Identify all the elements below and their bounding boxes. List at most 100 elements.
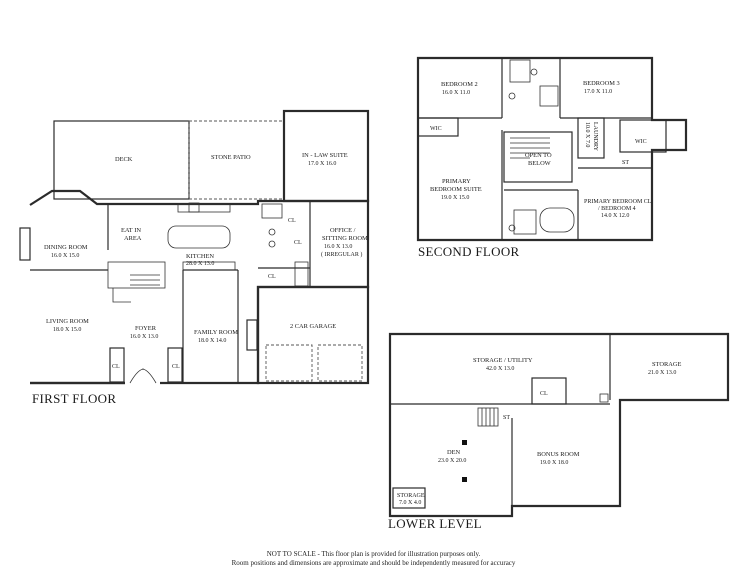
primary-cl-dim: 14.0 X 12.0 — [601, 213, 629, 219]
bedroom3-dim: 17.0 X 11.0 — [584, 89, 612, 95]
stair-label: ST — [503, 415, 510, 421]
disclaimer-line-2: Room positions and dimensions are approx… — [231, 559, 516, 567]
garage-label: 2 CAR GARAGE — [290, 323, 336, 330]
lower-closet — [531, 377, 567, 405]
wic-label: WIC — [635, 139, 647, 145]
storage-right-dim: 21.0 X 13.0 — [648, 370, 676, 376]
den-dim: 23.0 X 20.0 — [438, 458, 466, 464]
main-stair-treads — [112, 274, 160, 303]
bedroom2-dim: 16.0 X 11.0 — [442, 90, 470, 96]
kitchen-label: KITCHEN — [186, 253, 214, 260]
office-label-2: SITTING ROOM — [322, 235, 368, 242]
primary-cl-label-2: / BEDROOM 4 — [598, 206, 636, 212]
front-door-swing — [129, 368, 157, 384]
storage-utility-label: STORAGE / UTILITY — [473, 357, 533, 364]
lower-stair-treads — [481, 408, 495, 426]
bonus-room-label: BONUS ROOM — [537, 451, 580, 458]
foyer-dim: 16.0 X 13.0 — [130, 334, 158, 340]
office-dim: 16.0 X 13.0 — [324, 244, 352, 250]
second-floor: BEDROOM 2 16.0 X 11.0 BEDROOM 3 17.0 X 1… — [416, 56, 688, 259]
second-floor-title: SECOND FLOOR — [418, 244, 520, 259]
den-label: DEN — [447, 449, 461, 456]
closet-label: CL — [268, 274, 276, 280]
living-room-dim: 18.0 X 15.0 — [53, 327, 81, 333]
toilet-icon — [508, 92, 516, 100]
upper-stair-treads — [510, 137, 550, 159]
storage-utility-dim: 42.0 X 13.0 — [486, 366, 514, 372]
closet-label: CL — [294, 240, 302, 246]
wic-right — [619, 119, 667, 153]
toilet-icon — [508, 224, 516, 232]
in-law-suite-dim: 17.0 X 16.0 — [308, 161, 336, 167]
fireplace — [246, 319, 258, 351]
stone-patio-outline — [188, 120, 285, 200]
storage-right-label: STORAGE — [652, 361, 681, 368]
garage-walls — [256, 285, 370, 385]
office-label-1: OFFICE / — [330, 227, 356, 234]
foyer-label: FOYER — [135, 325, 157, 332]
wic-left — [417, 117, 459, 137]
kitchen-dim: 28.0 X 13.0 — [186, 261, 214, 267]
closet-label: CL — [172, 364, 180, 370]
toilet-icon — [268, 240, 276, 248]
family-room-dim: 18.0 X 14.0 — [198, 338, 226, 344]
first-floor: DECK STONE PATIO IN - LAW SUITE 17.0 X 1… — [19, 109, 370, 406]
laundry-dim: 10.0 X 7.0 — [584, 122, 590, 147]
lower-level-outer-walls — [388, 332, 730, 518]
primary-suite-label-2: BEDROOM SUITE — [430, 186, 482, 193]
family-room-label: FAMILY ROOM — [194, 329, 238, 336]
deck-label: DECK — [115, 156, 133, 163]
closet-label: CL — [540, 391, 548, 397]
support-post — [462, 477, 467, 482]
eat-in-area-label-2: AREA — [124, 235, 142, 242]
storage-small-label: STORAGE — [397, 493, 425, 499]
laundry-label: LAUNDRY — [592, 122, 598, 152]
closet-label: CL — [112, 364, 120, 370]
garage-stair — [294, 261, 309, 287]
hall-shower — [539, 85, 559, 107]
laundry-room — [577, 117, 605, 159]
kitchen-range — [188, 202, 200, 213]
storage-small-dim: 7.0 X 4.0 — [399, 500, 421, 506]
primary-cl-label-1: PRIMARY BEDROOM CL — [584, 199, 652, 205]
in-law-suite-label: IN - LAW SUITE — [302, 152, 348, 159]
toilet-icon — [530, 68, 538, 76]
hall-tub — [509, 59, 531, 83]
bedroom3-label: BEDROOM 3 — [583, 80, 620, 87]
stone-patio-label: STONE PATIO — [211, 154, 251, 161]
stair-label: ST — [622, 160, 629, 166]
foyer-closet-right — [167, 347, 183, 383]
bonus-room-dim: 19.0 X 18.0 — [540, 460, 568, 466]
lower-level: STORAGE / UTILITY 42.0 X 13.0 STORAGE 21… — [388, 332, 730, 531]
main-stair — [107, 261, 166, 289]
master-tub — [539, 207, 575, 233]
office-note: ( IRREGULAR ) — [321, 251, 362, 258]
garage-door-left — [265, 344, 313, 382]
lower-storage-closet — [392, 487, 426, 509]
dining-room-label: DINING ROOM — [44, 244, 88, 251]
bath-tub — [261, 203, 283, 219]
disclaimer-line-1: NOT TO SCALE - This floor plan is provid… — [266, 550, 481, 558]
foyer-closet-left — [109, 347, 125, 383]
kitchen-counter — [177, 203, 231, 213]
open-to-below — [503, 131, 573, 183]
kitchen-island — [167, 225, 231, 249]
utility-panel — [599, 393, 609, 403]
first-floor-title: FIRST FLOOR — [32, 391, 116, 406]
primary-suite-dim: 19.0 X 15.0 — [441, 195, 469, 201]
lower-stair — [477, 407, 499, 427]
lower-level-title: LOWER LEVEL — [388, 516, 482, 531]
open-to-below-label-2: BELOW — [528, 160, 552, 167]
garage-door-right — [317, 344, 363, 382]
bedroom2-label: BEDROOM 2 — [441, 81, 478, 88]
master-shower — [513, 209, 537, 235]
support-post — [462, 440, 467, 445]
wic-label: WIC — [430, 126, 442, 132]
primary-suite-label-1: PRIMARY — [442, 178, 471, 185]
toilet-icon — [268, 228, 276, 236]
dining-bay-window — [19, 227, 31, 261]
eat-in-area-label-1: EAT IN — [121, 227, 141, 234]
living-room-label: LIVING ROOM — [46, 318, 89, 325]
open-to-below-label-1: OPEN TO — [525, 152, 552, 159]
